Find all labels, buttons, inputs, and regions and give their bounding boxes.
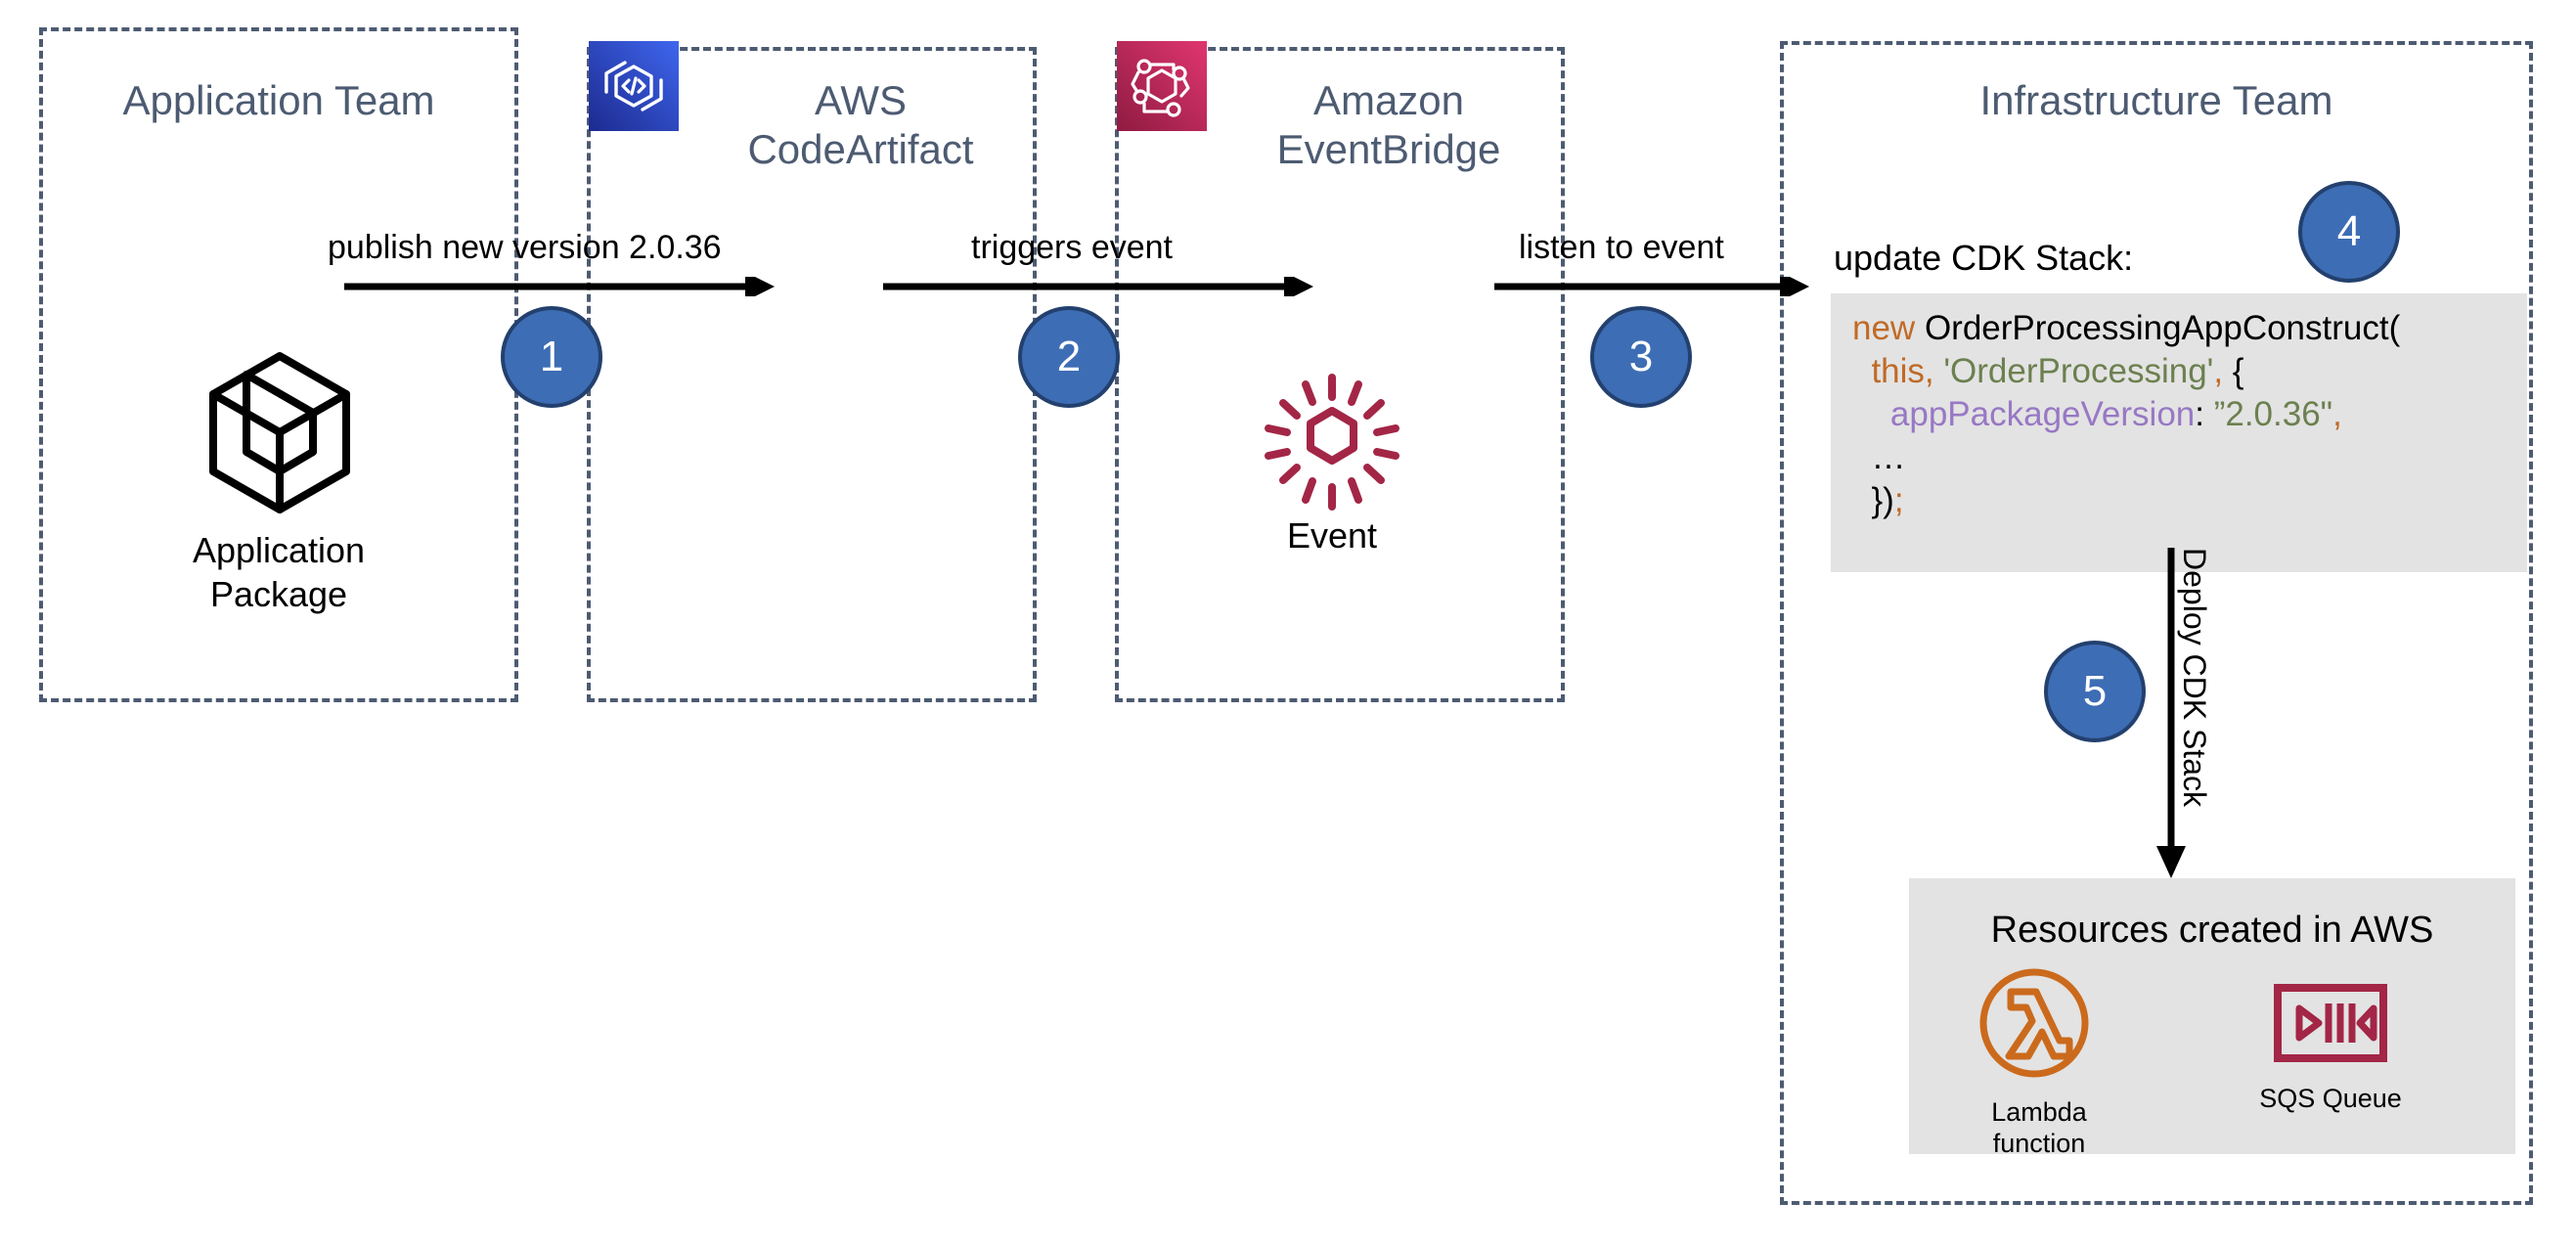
flow-1-label: publish new version 2.0.36: [328, 229, 722, 266]
deploy-cdk-stack-arrow: [2156, 548, 2186, 880]
aws-codeartifact-icon: [589, 41, 679, 131]
resource-item-sqs: SQS Queue: [2238, 978, 2423, 1114]
flow-3-arrow: [1494, 272, 1809, 301]
resource-item-lambda: Lambda function: [1976, 966, 2103, 1160]
code-line-3: appPackageVersion: ”2.0.36",: [1889, 395, 2342, 434]
flow-1-arrow: [344, 272, 775, 301]
infrastructure-team-title: Infrastructure Team: [1979, 77, 2333, 123]
infrastructure-team-box: [1780, 41, 2533, 1205]
amazon-sqs-icon: [2274, 984, 2387, 1062]
code-line-4: …: [1871, 438, 1906, 477]
step-badge-4: 4: [2298, 181, 2400, 283]
flow-2-label: triggers event: [971, 229, 1173, 266]
code-line-2: this, 'OrderProcessing', {: [1871, 352, 2244, 391]
event-burst-icon: [1260, 370, 1404, 514]
resources-created-title: Resources created in AWS: [1990, 910, 2434, 951]
deploy-cdk-stack-text: Deploy CDK Stack: [2177, 548, 2212, 807]
step-badge-3: 3: [1590, 306, 1692, 408]
update-cdk-stack-heading: update CDK Stack:: [1834, 238, 2134, 278]
resource-caption-sqs: SQS Queue: [2259, 1084, 2402, 1113]
codeartifact-title: AWS CodeArtifact: [747, 77, 974, 172]
aws-lambda-icon: [1979, 968, 2089, 1078]
code-line-5: });: [1871, 481, 1904, 520]
step-badge-5: 5: [2044, 641, 2146, 742]
amazon-eventbridge-icon: [1117, 41, 1207, 131]
resources-created-panel: [1909, 878, 2515, 1154]
application-package-label: Application Package: [192, 530, 366, 614]
step-badge-1: 1: [501, 306, 602, 408]
code-line-1: new OrderProcessingAppConstruct(: [1852, 309, 2401, 347]
package-cube-icon: [203, 350, 356, 516]
flow-2-arrow: [883, 272, 1313, 301]
cdk-code-block: new OrderProcessingAppConstruct( this, '…: [1831, 293, 2527, 572]
eventbridge-box: [1115, 47, 1565, 702]
flow-3-label: listen to event: [1519, 229, 1724, 266]
eventbridge-title: Amazon EventBridge: [1276, 77, 1501, 172]
application-team-title: Application Team: [122, 77, 435, 123]
resource-caption-lambda: Lambda function: [1991, 1097, 2087, 1159]
step-badge-2: 2: [1018, 306, 1120, 408]
event-label: Event: [1286, 515, 1378, 556]
